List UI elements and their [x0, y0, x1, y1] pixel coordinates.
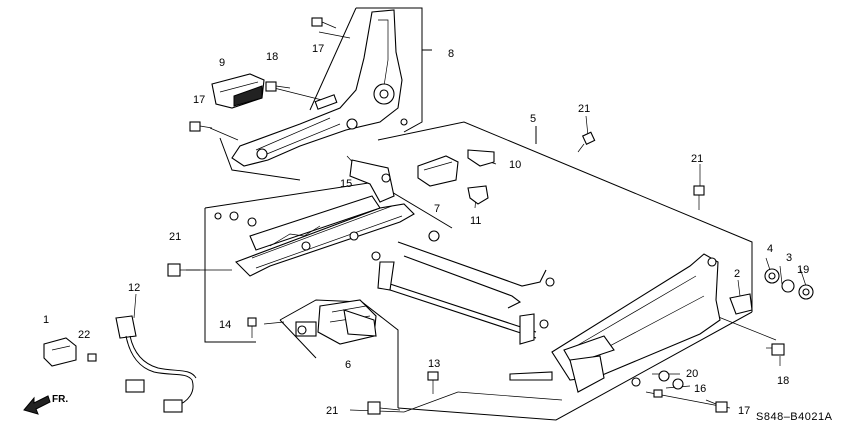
callout-labels: 17 8 9 18 17 21 5 21 10 15 7 11 21 4 3 1…	[43, 43, 809, 417]
slide-motor	[295, 299, 377, 345]
callout-10: 10	[509, 159, 521, 171]
callout-22: 22	[78, 329, 90, 341]
callout-20: 20	[686, 368, 698, 380]
callout-17-bottom: 17	[738, 405, 750, 417]
lever-knob	[211, 73, 265, 109]
callout-12: 12	[128, 282, 140, 294]
right-small-parts	[631, 268, 814, 398]
callout-13: 13	[428, 358, 440, 370]
callout-18-right: 18	[777, 375, 789, 387]
callout-9: 9	[219, 57, 225, 69]
callout-15: 15	[340, 178, 352, 190]
seat-switch	[43, 337, 77, 367]
callout-19: 19	[797, 264, 809, 276]
callout-21-left: 21	[169, 231, 181, 243]
adjuster-link	[349, 159, 395, 203]
callout-18-top: 18	[266, 51, 278, 63]
callout-6: 6	[345, 359, 351, 371]
covers-and-clips	[417, 149, 495, 205]
callout-2: 2	[734, 268, 740, 280]
callout-11: 11	[470, 215, 481, 227]
wire-harness	[115, 315, 197, 413]
recliner-assembly	[231, 9, 408, 167]
callout-3: 3	[786, 252, 792, 264]
front-direction-arrow-icon: FR.	[23, 394, 68, 415]
callout-4: 4	[767, 243, 773, 255]
callout-14: 14	[219, 319, 231, 331]
callout-1: 1	[43, 314, 49, 326]
callout-21-top: 21	[578, 103, 590, 115]
cross-rods	[371, 230, 555, 345]
callout-21-right: 21	[691, 153, 703, 165]
callout-17-top: 17	[312, 43, 324, 55]
bracket-lines	[204, 7, 753, 421]
right-frame	[509, 253, 721, 393]
callout-7: 7	[434, 203, 440, 215]
bolts	[87, 17, 785, 415]
seat-slide-rails	[214, 195, 415, 277]
callout-21-bottom: 21	[326, 405, 338, 417]
front-direction-label: FR.	[52, 394, 68, 405]
reference-code: S848–B4021A	[756, 411, 833, 423]
callout-17-left: 17	[193, 94, 205, 106]
callout-5: 5	[530, 113, 536, 125]
callout-8: 8	[448, 48, 454, 60]
callout-16: 16	[694, 383, 706, 395]
